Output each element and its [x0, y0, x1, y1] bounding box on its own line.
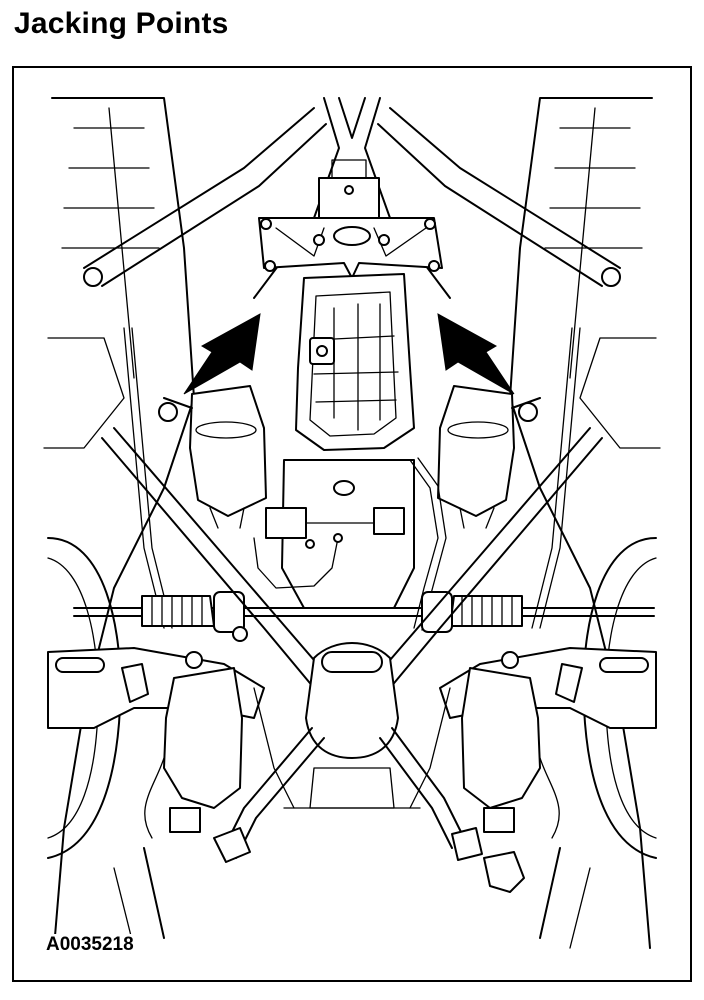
right-jacking-point-arrow-icon: [437, 313, 515, 395]
catalytic-converters: [163, 385, 541, 529]
page-title: Jacking Points: [14, 7, 229, 40]
steering-rack: [73, 591, 655, 642]
body-side-panels: [43, 97, 661, 949]
left-jacking-point: [158, 313, 261, 422]
transmission-body: [253, 459, 415, 609]
transmission-mount: [258, 159, 443, 279]
transmission-oil-pan: [295, 273, 415, 451]
lower-engine-details: [113, 687, 591, 949]
figure-id-label: A0035218: [44, 934, 136, 956]
left-jacking-point-arrow-icon: [183, 313, 261, 395]
figure-frame: A0035218: [12, 66, 692, 982]
left-jacking-point-marker: [158, 402, 178, 422]
suspension-struts: [144, 651, 560, 839]
right-jacking-point: [437, 313, 538, 422]
vehicle-underbody-illustration: [43, 97, 661, 949]
right-jacking-point-marker: [518, 402, 538, 422]
front-cross-brace: [101, 427, 603, 863]
